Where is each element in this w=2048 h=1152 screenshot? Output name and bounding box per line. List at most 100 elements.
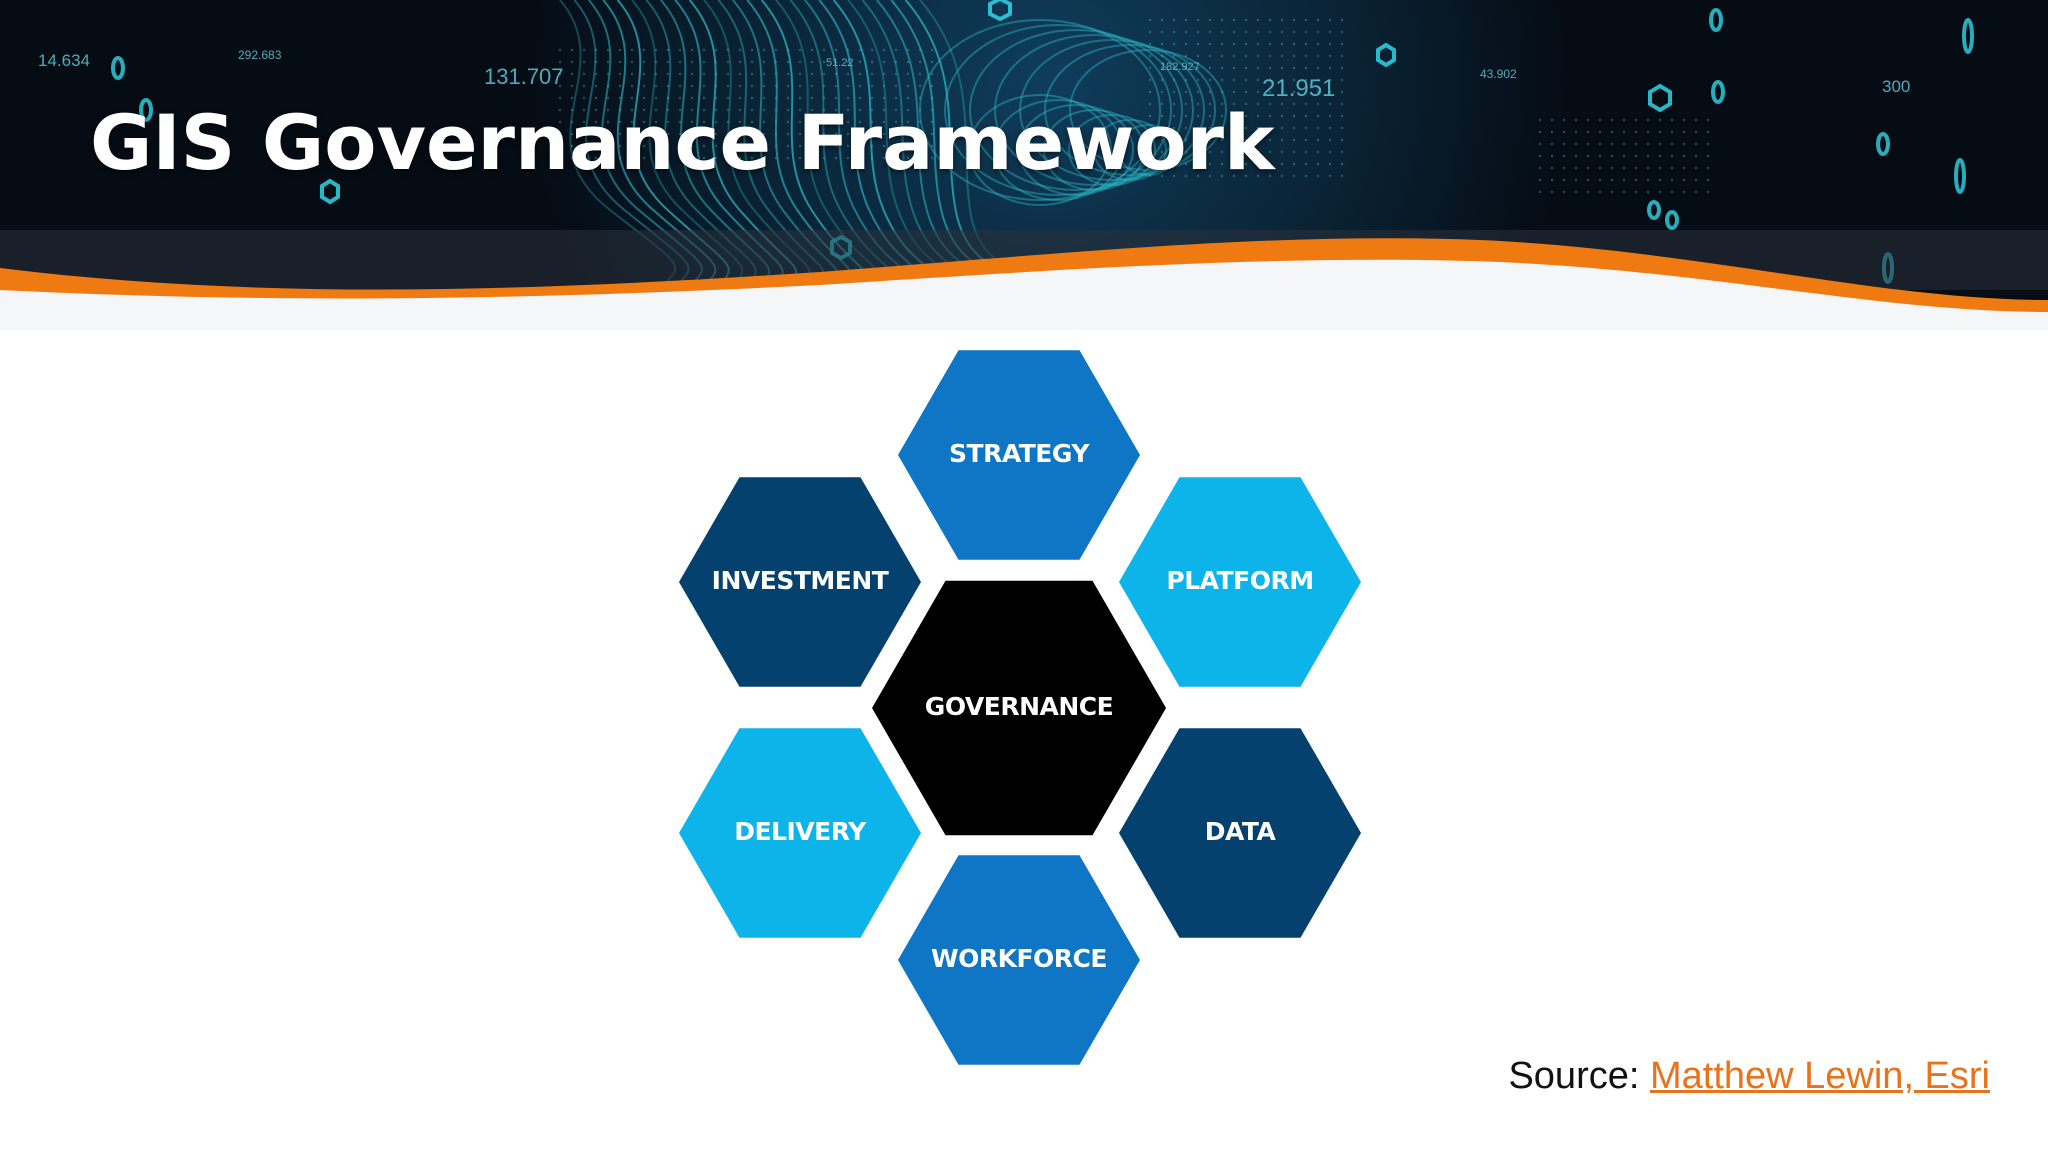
grid-dot bbox=[1646, 190, 1650, 194]
grid-dot bbox=[1268, 114, 1272, 118]
grid-dot bbox=[1280, 54, 1284, 58]
grid-dot bbox=[822, 72, 826, 76]
grid-dot bbox=[666, 72, 670, 76]
grid-dot bbox=[594, 156, 598, 160]
grid-dot bbox=[738, 132, 742, 136]
grid-dot bbox=[726, 72, 730, 76]
grid-dot bbox=[1244, 126, 1248, 130]
grid-dot bbox=[1196, 78, 1200, 82]
grid-dot bbox=[1196, 114, 1200, 118]
grid-dot bbox=[1172, 174, 1176, 178]
grid-dot bbox=[1244, 42, 1248, 46]
grid-dot bbox=[1304, 138, 1308, 142]
grid-dot bbox=[1292, 42, 1296, 46]
grid-dot bbox=[606, 84, 610, 88]
grid-dot bbox=[1646, 154, 1650, 158]
grid-dot bbox=[1148, 78, 1152, 82]
grid-dot bbox=[582, 108, 586, 112]
grid-dot bbox=[786, 48, 790, 52]
grid-dot bbox=[558, 108, 562, 112]
grid-dot bbox=[678, 156, 682, 160]
grid-dot bbox=[1280, 162, 1284, 166]
grid-dot bbox=[834, 60, 838, 64]
grid-dot bbox=[1232, 90, 1236, 94]
grid-dot bbox=[1634, 154, 1638, 158]
grid-dot bbox=[714, 72, 718, 76]
grid-dot bbox=[906, 96, 910, 100]
grid-dot bbox=[1292, 150, 1296, 154]
grid-dot bbox=[930, 72, 934, 76]
grid-dot bbox=[690, 96, 694, 100]
grid-dot bbox=[570, 72, 574, 76]
grid-dot bbox=[666, 144, 670, 148]
grid-dot bbox=[786, 84, 790, 88]
grid-dot bbox=[1244, 138, 1248, 142]
grid-dot bbox=[1328, 150, 1332, 154]
grid-dot bbox=[834, 108, 838, 112]
grid-dot bbox=[786, 72, 790, 76]
grid-dot bbox=[1610, 130, 1614, 134]
grid-dot bbox=[1160, 126, 1164, 130]
grid-dot bbox=[1682, 166, 1686, 170]
grid-dot bbox=[570, 132, 574, 136]
grid-dot bbox=[1340, 90, 1344, 94]
grid-dot bbox=[762, 84, 766, 88]
grid-dot bbox=[1184, 138, 1188, 142]
grid-dot bbox=[834, 96, 838, 100]
grid-dot bbox=[630, 84, 634, 88]
grid-dot bbox=[1598, 130, 1602, 134]
grid-dot bbox=[606, 48, 610, 52]
grid-dot bbox=[1184, 66, 1188, 70]
grid-dot bbox=[666, 60, 670, 64]
grid-dot bbox=[1562, 118, 1566, 122]
grid-dot bbox=[1304, 174, 1308, 178]
grid-dot bbox=[930, 60, 934, 64]
grid-dot bbox=[630, 48, 634, 52]
grid-dot bbox=[810, 156, 814, 160]
banner-number: 292.683 bbox=[238, 48, 282, 62]
grid-dot bbox=[702, 108, 706, 112]
grid-dot bbox=[870, 48, 874, 52]
grid-dot bbox=[906, 144, 910, 148]
grid-dot bbox=[1280, 102, 1284, 106]
grid-dot bbox=[750, 84, 754, 88]
grid-dot bbox=[714, 120, 718, 124]
grid-dot bbox=[1670, 166, 1674, 170]
grid-dot bbox=[714, 48, 718, 52]
hex-workforce: WORKFORCE bbox=[898, 855, 1140, 1065]
grid-dot bbox=[1196, 150, 1200, 154]
grid-dot bbox=[1184, 78, 1188, 82]
grid-dot bbox=[714, 84, 718, 88]
grid-dot bbox=[1184, 18, 1188, 22]
grid-dot bbox=[570, 84, 574, 88]
grid-dot bbox=[1292, 162, 1296, 166]
source-link[interactable]: Matthew Lewin, Esri bbox=[1649, 1055, 1990, 1097]
grid-dot bbox=[642, 132, 646, 136]
grid-dot bbox=[894, 156, 898, 160]
grid-dot bbox=[654, 144, 658, 148]
grid-dot bbox=[1208, 30, 1212, 34]
grid-dot bbox=[762, 144, 766, 148]
grid-dot bbox=[1220, 114, 1224, 118]
grid-dot bbox=[894, 72, 898, 76]
grid-dot bbox=[1268, 18, 1272, 22]
grid-dot bbox=[1598, 154, 1602, 158]
grid-dot bbox=[1316, 114, 1320, 118]
grid-dot bbox=[1160, 150, 1164, 154]
grid-dot bbox=[1184, 90, 1188, 94]
grid-dot bbox=[846, 144, 850, 148]
grid-dot bbox=[1148, 138, 1152, 142]
grid-dot bbox=[1670, 142, 1674, 146]
grid-dot bbox=[1316, 30, 1320, 34]
grid-dot bbox=[882, 144, 886, 148]
hex-investment-shape bbox=[679, 477, 921, 687]
grid-dot bbox=[786, 120, 790, 124]
grid-dot bbox=[786, 108, 790, 112]
grid-dot bbox=[702, 120, 706, 124]
grid-dot bbox=[1328, 138, 1332, 142]
grid-dot bbox=[810, 72, 814, 76]
grid-dot bbox=[690, 48, 694, 52]
grid-dot bbox=[618, 144, 622, 148]
grid-dot bbox=[1160, 162, 1164, 166]
grid-dot bbox=[1610, 154, 1614, 158]
